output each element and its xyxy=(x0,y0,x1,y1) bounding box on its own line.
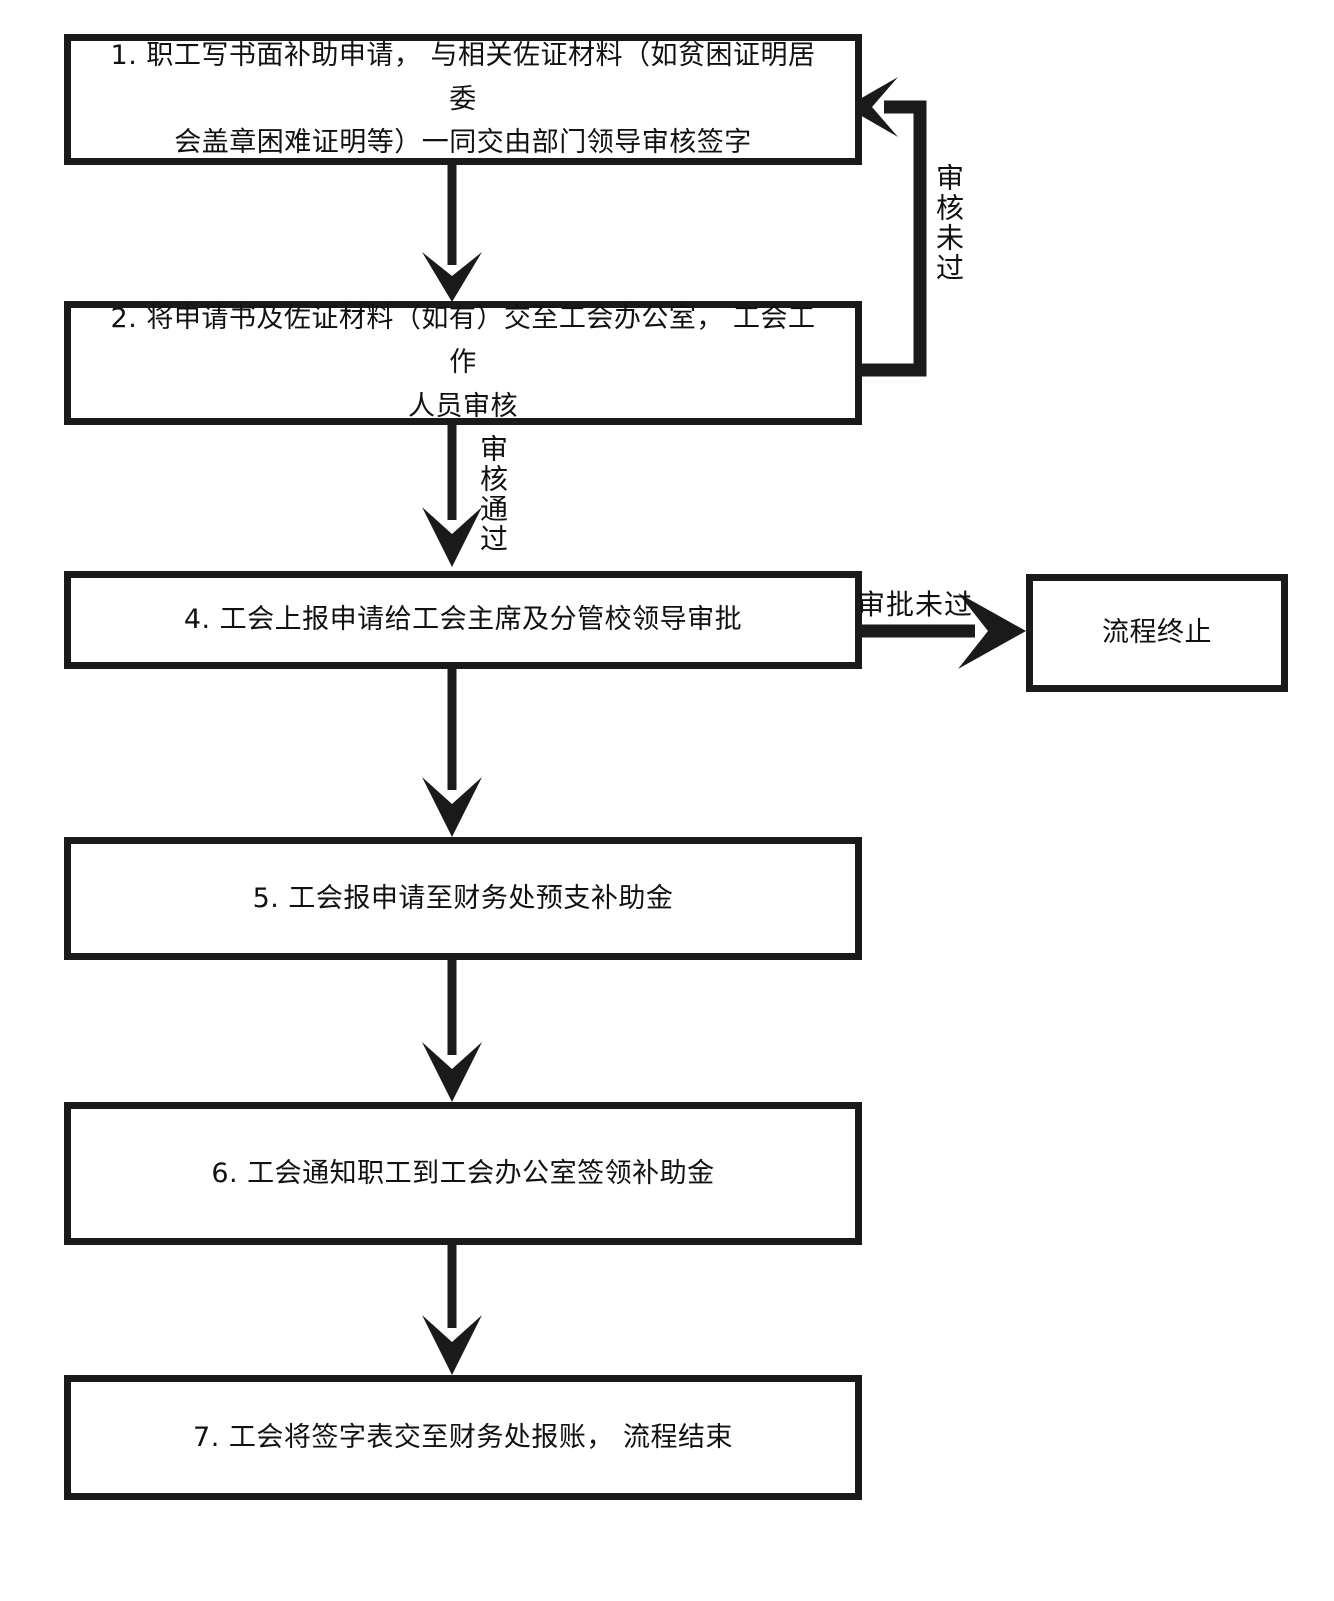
node-step4[interactable]: 4. 工会上报申请给工会主席及分管校领导审批 xyxy=(64,571,862,669)
node-step7[interactable]: 7. 工会将签字表交至财务处报账， 流程结束 xyxy=(64,1375,862,1500)
node-process-terminated[interactable]: 流程终止 xyxy=(1026,574,1288,692)
node-step7-label: 7. 工会将签字表交至财务处报账， 流程结束 xyxy=(193,1421,733,1453)
connector-step5-step6 xyxy=(422,960,482,1102)
node-step2[interactable]: 2. 将申请书及佐证材料（如有）交至工会办公室， 工会工作 人员审核 xyxy=(64,301,862,425)
connector-step1-step2 xyxy=(422,164,482,302)
connector-step6-step7 xyxy=(422,1245,482,1375)
connector-step4-step5 xyxy=(422,668,482,837)
node-step4-label: 4. 工会上报申请给工会主席及分管校领导审批 xyxy=(183,604,743,636)
node-step6-label: 6. 工会通知职工到工会办公室签领补助金 xyxy=(211,1157,715,1189)
node-step6[interactable]: 6. 工会通知职工到工会办公室签领补助金 xyxy=(64,1102,862,1245)
connector-step2-step4 xyxy=(422,424,482,567)
node-step5-label: 5. 工会报申请至财务处预支补助金 xyxy=(252,882,674,914)
node-step1[interactable]: 1. 职工写书面补助申请， 与相关佐证材料（如贫困证明居委 会盖章困难证明等）一… xyxy=(64,34,862,165)
node-step5[interactable]: 5. 工会报申请至财务处预支补助金 xyxy=(64,837,862,960)
node-step1-label: 1. 职工写书面补助申请， 与相关佐证材料（如贫困证明居委 会盖章困难证明等）一… xyxy=(110,39,816,159)
edge-label-approval-failed: 审批未过 xyxy=(857,588,974,621)
node-process-terminated-label: 流程终止 xyxy=(1102,617,1212,649)
edge-label-review-passed: 审核通过 xyxy=(476,434,509,554)
node-step2-label: 2. 将申请书及佐证材料（如有）交至工会办公室， 工会工作 人员审核 xyxy=(110,303,816,422)
edge-label-review-failed: 审核未过 xyxy=(932,163,965,283)
